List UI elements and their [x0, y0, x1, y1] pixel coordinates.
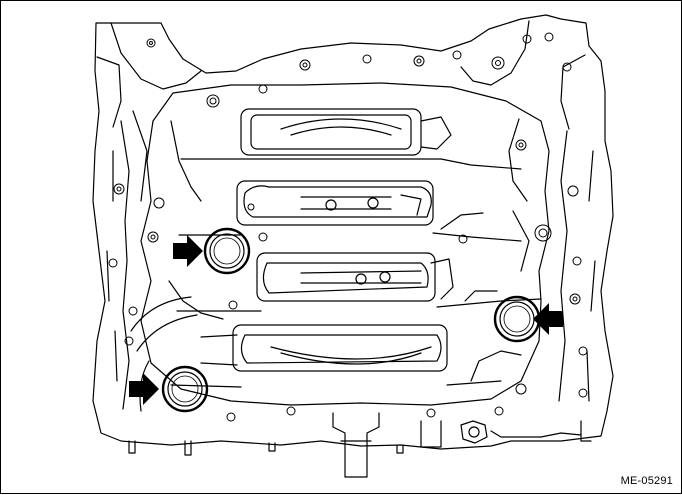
- figure-id-label: ME-05291: [620, 475, 673, 487]
- block-outline: [92, 14, 614, 450]
- bore-right-middle: [493, 295, 541, 343]
- arrow-left-lower: [129, 373, 159, 405]
- arrow-left-upper: [173, 235, 203, 267]
- bore-left-lower: [161, 365, 209, 413]
- bore-left-upper: [203, 227, 251, 275]
- hex-bolt: [460, 420, 488, 444]
- arrow-right-middle: [533, 303, 563, 335]
